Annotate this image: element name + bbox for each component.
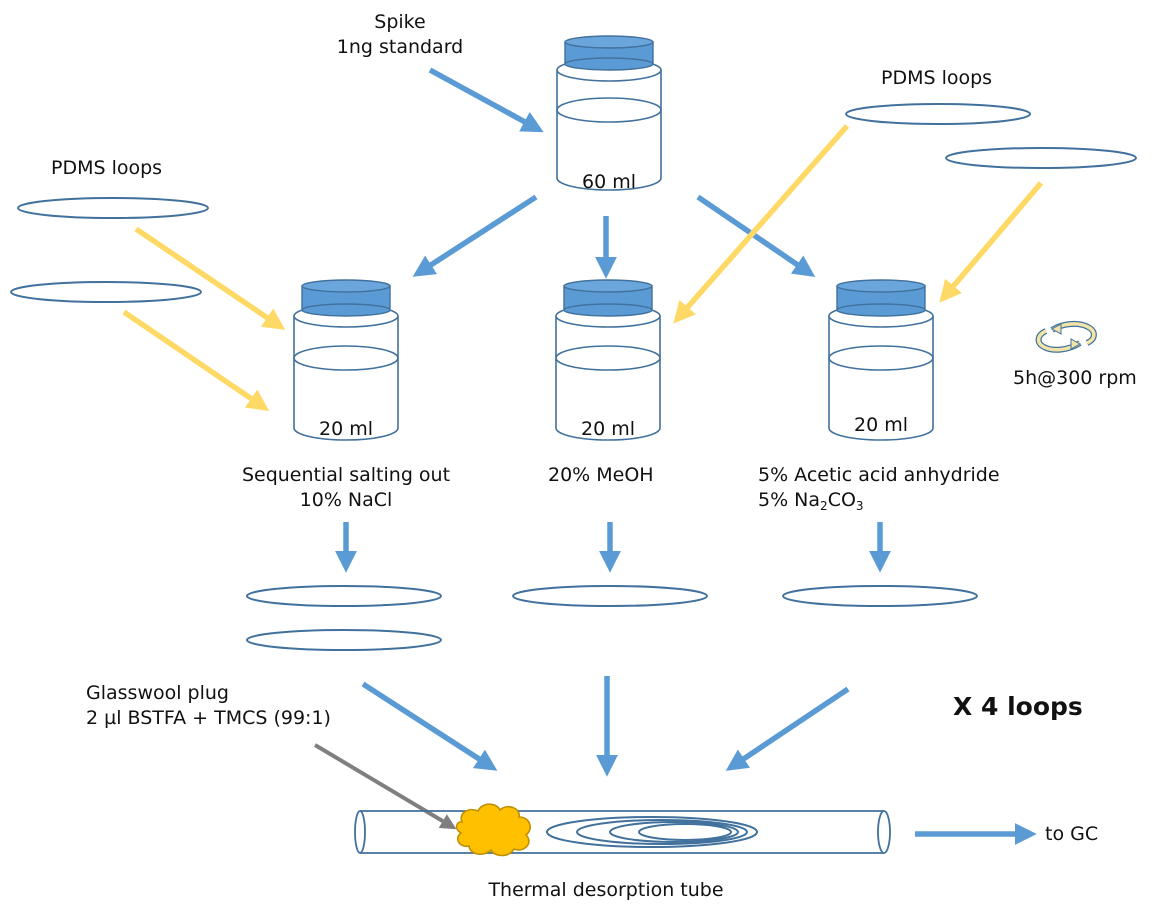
vial-middle-cap — [563, 279, 653, 317]
vial-left-cap — [301, 279, 391, 317]
loop-after-left-2 — [246, 629, 442, 651]
tube-label: Thermal desorption tube — [488, 879, 724, 901]
arrow-main-to-left — [412, 194, 538, 277]
pdms-loops-right-label: PDMS loops — [881, 67, 993, 89]
glasswool-label: Glasswool plug 2 µl BSTFA + TMCS (99:1) — [86, 681, 331, 731]
rotation-icon — [1035, 320, 1097, 353]
vial-left-condition-line1: Sequential salting out — [241, 464, 451, 486]
shaking-label: 5h@300 rpm — [1013, 367, 1137, 389]
coiled-loops — [546, 816, 758, 848]
arrow-loop-right-2 — [939, 181, 1044, 303]
spike-label-line2: 1ng standard — [336, 36, 464, 58]
vial-right-volume: 20 ml — [853, 414, 908, 436]
vial-middle-condition: 20% MeOH — [548, 464, 654, 486]
pdms-loop-left-2 — [10, 281, 202, 303]
glasswool-plug — [455, 803, 531, 857]
loop-after-left-1 — [246, 585, 442, 607]
vial-middle — [555, 279, 661, 441]
arrow-spike-to-main — [428, 67, 544, 133]
pdms-loop-left-1 — [17, 197, 209, 219]
main-vial-cap — [564, 35, 654, 71]
vial-right-condition-line1: 5% Acetic acid anhydride — [758, 464, 1000, 486]
vial-left-volume: 20 ml — [318, 418, 373, 440]
vial-left-condition: Sequential salting out 10% NaCl — [226, 463, 466, 513]
vial-right — [828, 279, 934, 441]
arrow-loop-left-2 — [122, 309, 270, 411]
vial-right-cap — [836, 279, 926, 317]
arrow-glasswool — [313, 743, 457, 830]
glasswool-label-line1: Glasswool plug — [86, 682, 229, 704]
vial-left — [293, 279, 399, 441]
loop-after-right — [782, 585, 978, 607]
pdms-loop-right-2 — [945, 147, 1137, 169]
spike-label-line1: Spike — [374, 11, 426, 33]
vial-middle-volume: 20 ml — [580, 418, 635, 440]
arrow-loop-left-1 — [134, 226, 286, 330]
vial-right-condition: 5% Acetic acid anhydride 5% Na2CO3 — [758, 463, 1000, 513]
arrow-right-to-tube — [725, 686, 850, 771]
vial-left-condition-line2: 10% NaCl — [299, 489, 393, 511]
thermal-desorption-tube — [354, 810, 891, 854]
arrow-loop-right-1 — [673, 124, 850, 324]
loop-after-middle — [512, 585, 708, 607]
pdms-loop-right-1 — [845, 103, 1031, 125]
repeat-label: X 4 loops — [953, 692, 1083, 721]
main-vial — [556, 35, 662, 191]
output-label: to GC — [1045, 823, 1099, 845]
glasswool-label-line2: 2 µl BSTFA + TMCS (99:1) — [86, 707, 331, 729]
arrow-left-to-tube — [361, 681, 498, 771]
spike-label: Spike 1ng standard — [320, 10, 480, 60]
pdms-loops-left-label: PDMS loops — [51, 157, 163, 179]
main-vial-volume: 60 ml — [581, 171, 636, 193]
vial-right-condition-line2: 5% Na2CO3 — [758, 489, 864, 513]
